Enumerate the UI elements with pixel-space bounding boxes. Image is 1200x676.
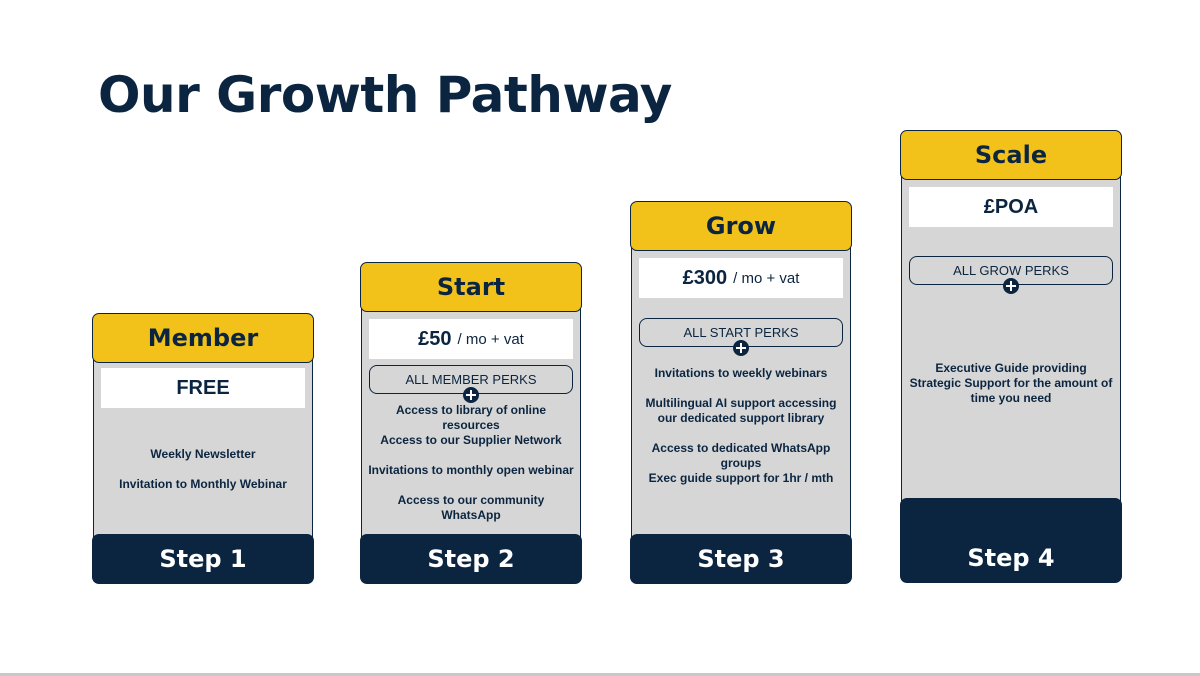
tier-card-scale: Scale £POA All Grow Perks Executive Guid… [900,130,1122,583]
feature-item: Invitation to Monthly Webinar [119,477,287,491]
price-value: £50 [418,327,452,350]
tier-header: Start [360,262,582,312]
feature-item: Access to our Supplier Network [380,433,562,447]
tier-body [901,170,1121,543]
tier-card-grow: Grow £300 / mo + vat All Start Perks Inv… [630,201,852,584]
plus-icon [463,387,479,403]
page-title: Our Growth Pathway [98,66,672,124]
feature-item: Multilingual AI support accessing our de… [645,396,837,425]
feature-item: Invitations to weekly webinars [654,366,828,380]
perks-pill: All Grow Perks [909,256,1113,294]
step-label: Step 3 [630,534,852,584]
step-label: Step 1 [92,534,314,584]
price-suffix: / mo + vat [457,330,524,348]
plus-icon [733,340,749,356]
perks-label: All Member Perks [405,372,537,387]
price-value: £300 [682,266,728,289]
tier-header: Member [92,313,314,363]
step-label: Step 4 [900,498,1122,583]
price-value: FREE [176,376,230,399]
tier-card-start: Start £50 / mo + vat All Member Perks Ac… [360,262,582,584]
tier-card-member: Member FREE Weekly Newsletter Invitation… [92,313,314,584]
tier-header: Grow [630,201,852,251]
perks-pill: All Member Perks [369,365,573,403]
bottom-divider [0,673,1200,676]
feature-item: Exec guide support for 1hr / mth [648,471,834,485]
feature-item: Executive Guide providing Strategic Supp… [909,361,1113,405]
price-box: £50 / mo + vat [369,319,573,359]
price-suffix: / mo + vat [733,269,800,287]
step-label: Step 2 [360,534,582,584]
feature-item: Invitations to monthly open webinar [368,463,574,477]
plus-icon [1003,278,1019,294]
tier-header: Scale [900,130,1122,180]
feature-item: Access to our community WhatsApp [397,493,545,522]
perks-pill: All Start Perks [639,318,843,356]
price-box: £POA [909,187,1113,227]
perks-label: All Grow Perks [953,263,1069,278]
price-value: £POA [983,195,1039,218]
feature-item: Access to dedicated WhatsApp groups [651,441,831,470]
price-box: £300 / mo + vat [639,258,843,298]
perks-label: All Start Perks [683,325,799,340]
price-box: FREE [101,368,305,408]
feature-item: Access to library of online resources [395,403,547,432]
feature-item: Weekly Newsletter [150,447,256,461]
